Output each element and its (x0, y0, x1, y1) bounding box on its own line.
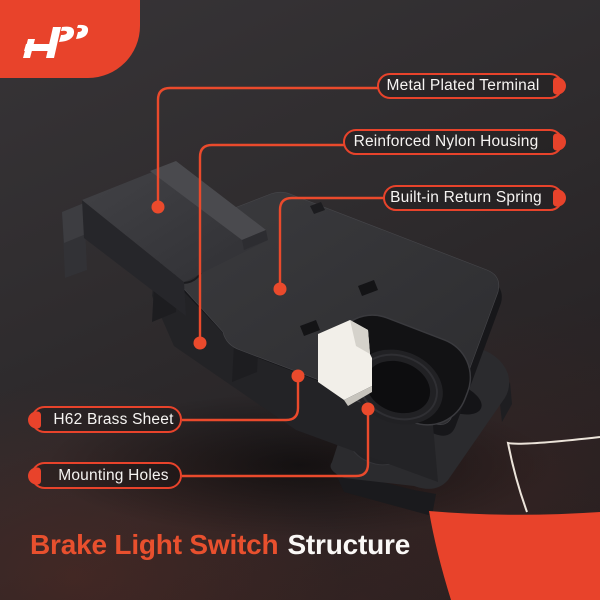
title-rest: Structure (287, 529, 411, 560)
callout-line-spring (278, 196, 384, 289)
pill-bump (28, 467, 41, 484)
connector-top-face (82, 165, 268, 282)
callout-dot-terminal (151, 200, 165, 214)
lid-hole (358, 280, 378, 296)
deco-orange-wedge (429, 511, 600, 600)
deco-arc-line (506, 436, 600, 513)
callout-pill-metal-plated-terminal: Metal Plated Terminal (377, 73, 566, 99)
brand-logo (0, 0, 140, 78)
callout-label: Mounting Holes (58, 466, 169, 484)
connector-front-face (82, 200, 186, 316)
callout-label: Metal Plated Terminal (386, 77, 540, 94)
callout-line-housing (198, 143, 344, 343)
callout-line-mount (182, 409, 370, 478)
callout-pill-built-in-return-spring: Built-in Return Spring (383, 185, 566, 211)
pill-bump (28, 411, 41, 428)
callout-dot-mount (361, 402, 375, 416)
ap-monogram-icon (23, 24, 89, 58)
callout-pill-mounting-holes: Mounting Holes (28, 462, 182, 489)
callout-label: Reinforced Nylon Housing (353, 133, 539, 150)
callout-label: H62 Brass Sheet (53, 410, 174, 428)
page-title: Brake Light Switch Structure (30, 529, 410, 561)
connector-rib-edge (242, 230, 268, 250)
callout-dot-brass (291, 369, 305, 383)
pill-bump (553, 133, 566, 151)
pill-bump (553, 189, 566, 207)
pill-bump (553, 77, 566, 95)
callout-dot-spring (273, 282, 287, 296)
lid-hole (300, 320, 320, 336)
callout-dot-housing (193, 336, 207, 350)
callout-pill-h62-brass-sheet: H62 Brass Sheet (28, 406, 182, 433)
callout-line-terminal (156, 86, 378, 207)
housing-side-wall (152, 262, 438, 482)
connector-end-cap-top (62, 203, 86, 243)
flange-right-face (500, 382, 512, 422)
plunger-hole (365, 360, 431, 414)
callout-pill-reinforced-nylon-housing: Reinforced Nylon Housing (343, 129, 566, 155)
brass-sheet-facet (350, 320, 370, 354)
callout-line-brass (182, 376, 300, 422)
connector-rib (150, 161, 266, 240)
brass-sheet-facet (344, 386, 372, 406)
title-highlight: Brake Light Switch (30, 529, 279, 560)
flange-front-face (334, 470, 436, 516)
callout-label: Built-in Return Spring (390, 189, 542, 206)
lid-notch (310, 202, 325, 214)
